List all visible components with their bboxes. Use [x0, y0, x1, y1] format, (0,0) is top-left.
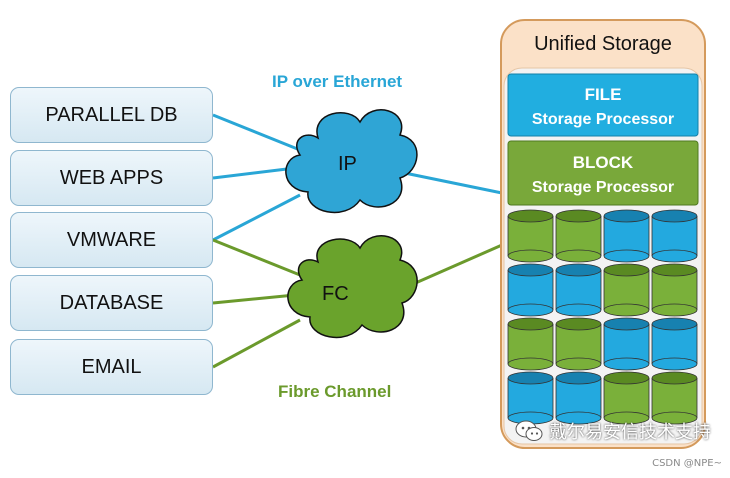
wire-vmware-to-fc: [212, 238, 301, 277]
app-label: EMAIL: [81, 355, 142, 378]
app-box-database: DATABASE: [10, 275, 213, 331]
app-box-vmware: VMWARE: [10, 212, 213, 268]
unified-storage-title: Unified Storage: [534, 33, 672, 55]
app-box-web-apps: WEB APPS: [10, 150, 213, 206]
disk-cylinder: [555, 209, 602, 263]
fibre-channel-caption: Fibre Channel: [278, 382, 392, 401]
app-label: PARALLEL DB: [45, 103, 178, 126]
disk-cylinder: [507, 317, 554, 371]
file-processor-line2: Storage Processor: [532, 111, 674, 128]
wire-web-apps-to-ip: [212, 166, 296, 180]
block-processor-line2: Storage Processor: [532, 179, 674, 196]
disk-cylinder: [651, 263, 698, 317]
watermark: 戴尔易安信技术支持: [515, 418, 711, 444]
wire-vmware-to-ip: [212, 193, 301, 242]
ip-over-ethernet-caption: IP over Ethernet: [272, 72, 403, 91]
fc-cloud-label: FC: [322, 283, 349, 305]
fc-cloud: [287, 235, 418, 339]
disk-cylinder: [651, 371, 698, 425]
credit-text: CSDN @NPE~: [652, 458, 722, 469]
ip-cloud: [285, 109, 418, 214]
disk-cylinder: [603, 317, 650, 371]
app-label: DATABASE: [59, 291, 164, 314]
wire-database-to-fc: [212, 293, 296, 305]
disk-cylinder: [555, 371, 602, 425]
app-box-parallel-db: PARALLEL DB: [10, 87, 213, 143]
file-processor-line1: FILE: [585, 85, 622, 104]
app-label: WEB APPS: [59, 166, 164, 189]
disk-cylinder: [603, 263, 650, 317]
disk-cylinder: [507, 263, 554, 317]
wechat-icon: [515, 420, 543, 441]
disk-cylinder: [507, 371, 554, 425]
disk-cylinder: [555, 317, 602, 371]
disk-cylinder: [651, 209, 698, 263]
block-processor-line1: BLOCK: [573, 153, 634, 172]
disk-array: [507, 209, 698, 425]
wire-email-to-fc: [212, 318, 301, 369]
ip-cloud-label: IP: [338, 153, 357, 175]
app-box-email: EMAIL: [10, 339, 213, 395]
disk-cylinder: [603, 209, 650, 263]
disk-cylinder: [603, 371, 650, 425]
block-processor-box: [507, 140, 699, 206]
watermark-text: 戴尔易安信技术支持: [549, 422, 711, 443]
disk-cylinder: [651, 317, 698, 371]
wire-parallel-db-to-ip: [212, 113, 301, 152]
app-label: VMWARE: [66, 228, 157, 251]
disk-cylinder: [555, 263, 602, 317]
disk-cylinder: [507, 209, 554, 263]
file-processor-box: [507, 73, 699, 137]
